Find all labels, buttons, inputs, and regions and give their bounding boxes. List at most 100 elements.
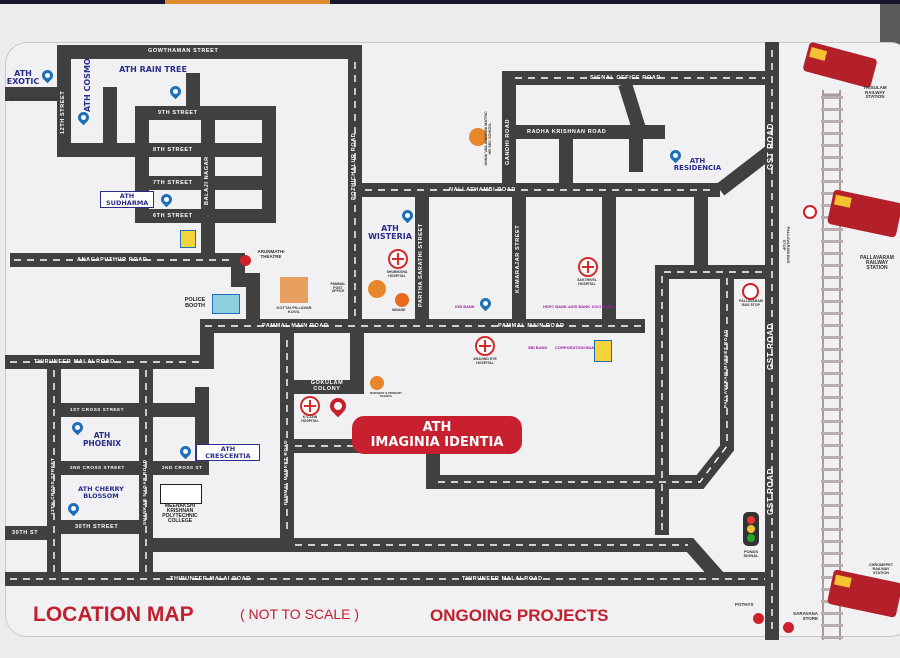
project-ath-wisteria[interactable]: ATH WISTERIA xyxy=(368,224,412,241)
hospital-icon xyxy=(578,257,598,277)
road-nallathambi-diag xyxy=(715,144,777,196)
road-thiruneer-top xyxy=(5,326,214,369)
label-9th-street: 9TH STREET xyxy=(158,110,198,116)
road-radha-diag xyxy=(618,81,647,135)
label-gst-road-3: GST ROAD xyxy=(766,467,775,515)
label-chromepet-station: CHROMEPET RAILWAY STATION xyxy=(868,563,894,575)
label-pothys: POTHYS xyxy=(735,602,754,607)
label-indane: INDANE xyxy=(392,308,406,312)
label-meenakshi-college: MEENAKSHI KRISHNAN POLYTECHNIC COLLEGE xyxy=(162,503,198,524)
train-icon-pallavaram xyxy=(827,189,900,238)
label-13th-cross-street: 13TH CROSS STREET xyxy=(50,457,55,515)
ongoing-projects-legend: ONGOING PROJECTS xyxy=(430,606,609,625)
petrol-bunk-icon xyxy=(594,340,612,362)
label-radha-krishnan-road: RADHA KRISHNAN ROAD xyxy=(527,129,607,135)
bus-stop-icon xyxy=(742,283,759,300)
label-shankar-nagar-road: SHANKAR NAGAR ROAD xyxy=(142,459,147,525)
label-kv-jain-hospital: K.V.JAIN HOSPITAL xyxy=(301,415,319,423)
indane-icon xyxy=(395,293,409,307)
browser-top-bar xyxy=(0,0,900,4)
road-gokulam xyxy=(287,326,364,394)
label-pammal-main-road: PAMMAL MAIN ROAD xyxy=(262,323,329,329)
road-lower-horizontal xyxy=(150,538,726,584)
label-kottai-pillayar-kovil: KOTTAI PILLAYAR KOVIL xyxy=(276,305,312,314)
label-2nd-cross-st: 2ND CROSS ST xyxy=(162,465,203,470)
temple-icon xyxy=(280,277,308,303)
label-signal-office-road: SIGNAL OFFICE ROAD xyxy=(590,75,661,81)
label-pallavaram-station: PALLAVARAM RAILWAY STATION xyxy=(860,255,894,271)
project-ath-exotic[interactable]: ATH EXOTIC xyxy=(6,69,40,86)
label-bank-5: SBI BANK xyxy=(528,345,548,350)
label-anagaputhur-road: ANAGAPUTHUR ROAD xyxy=(77,257,148,263)
college-building-icon xyxy=(160,484,202,504)
school-icon xyxy=(370,376,384,390)
project-ath-cherry-blossom[interactable]: ATH CHERRY BLOSSOM xyxy=(78,485,124,500)
map-title: LOCATION MAP xyxy=(33,603,194,626)
label-saravana-store: SARAVANA STORE xyxy=(793,611,818,621)
label-bank-6: CORPORATION BANK xyxy=(555,345,598,350)
label-pallavaram-market-road: PALLAVARAM MARKET ROAD xyxy=(723,329,728,408)
label-aravind-eye-hospital: ARAVIND EYE HOSPITAL xyxy=(473,357,497,365)
project-ath-crescentia[interactable]: ATH CRESCENTIA xyxy=(196,444,260,461)
label-trisulam-station: TRISULAM RAILWAY STATION xyxy=(863,85,887,99)
label-30th-st: 30TH ST xyxy=(12,530,39,536)
highlight-project-imaginia-identia[interactable]: ATH IMAGINIA IDENTIA xyxy=(352,416,522,454)
label-pammal-market-road: PAMMAL MARKET ROAD xyxy=(283,439,288,505)
label-kamarajar-street: KAMARAJAR STREET xyxy=(515,224,521,293)
school-icon xyxy=(469,128,487,146)
arunmathi-theatre-marker xyxy=(240,255,251,266)
hospital-icon xyxy=(475,336,495,356)
project-ath-cosmo[interactable]: ATH COSMO xyxy=(83,58,92,112)
highlight-line2: IMAGINIA IDENTIA xyxy=(370,435,504,450)
project-ath-sudharma[interactable]: ATH SUDHARMA xyxy=(100,191,154,208)
label-bank-4: ICICI BANK xyxy=(592,304,614,309)
label-arunmathi-theatre: ARUNMATHI THEATRE xyxy=(257,249,285,259)
road-loop xyxy=(655,265,772,535)
label-gowthaman-street: GOWTHAMAN STREET xyxy=(148,48,219,54)
label-6th-street: 6TH STREET xyxy=(153,213,193,219)
label-gokulam-colony: GOKULAM COLONY xyxy=(310,380,344,392)
label-nallathambi-road: NALLATHAMBI ROAD xyxy=(449,187,516,193)
label-gst-road-1: GST ROAD xyxy=(766,122,775,170)
label-nursery-school: NURSERY & PRIMARY SCHOOL xyxy=(369,391,403,398)
label-thiruneer-malai-bottom-2: THIRUNEER MALAI ROAD xyxy=(462,576,543,582)
train-icon-chromepet xyxy=(827,569,900,618)
pothys-marker xyxy=(753,613,764,624)
label-2nd-cross-street: 2ND CROSS STREET xyxy=(70,465,125,470)
saravana-marker xyxy=(783,622,794,633)
railway-ties xyxy=(821,92,843,640)
train-icon-trisulam xyxy=(803,42,877,88)
label-ponds-signal: PONDS SIGNAL xyxy=(743,549,759,558)
active-tab-indicator xyxy=(165,0,330,4)
school-icon xyxy=(368,280,386,298)
label-1st-cross-street: 1ST CROSS STREET xyxy=(70,407,125,412)
label-balaji-nagar: BALAJI NAGAR xyxy=(204,156,210,205)
hospital-icon xyxy=(300,396,320,416)
label-thiruneer-malai-top: THIRUNEER MALAI ROAD xyxy=(34,359,115,365)
label-30th-street: 30TH STREET xyxy=(75,524,119,530)
label-sakthivel-hospital: SAKTHIVEL HOSPITAL xyxy=(577,278,597,286)
petrol-bunk-icon xyxy=(180,230,196,248)
label-annai-vailankanni-school: ANNAI VAILANKANNI MATRIC HR SEC SCHOOL xyxy=(484,111,492,166)
label-pozhichalur-road: POZHICHALUR ROAD xyxy=(351,132,357,200)
road-gowthaman xyxy=(57,45,362,326)
project-ath-rain-tree[interactable]: ATH RAIN TREE xyxy=(119,65,187,74)
project-ath-phoenix[interactable]: ATH PHOENIX xyxy=(82,431,122,448)
label-shubiksha-hospital: SHUBIKSHA HOSPITAL xyxy=(386,270,408,278)
label-pammal-main-road-2: PAMMAL MAIN ROAD xyxy=(498,323,565,329)
hospital-icon xyxy=(388,249,408,269)
label-police-booth: POLICE BOOTH xyxy=(184,297,206,309)
label-7th-street: 7TH STREET xyxy=(153,180,193,186)
label-pallavaram-bus-stop-2: PALLAVARAM BUS STOP xyxy=(739,299,763,307)
label-bank-2: HDFC BANK xyxy=(543,304,567,309)
label-pammal-post-office: PAMMAL POST OFFICE xyxy=(330,282,346,293)
label-rama-krishna-street: RAMA KRISHNA STREET xyxy=(10,96,58,101)
bus-stop-icon xyxy=(803,205,817,219)
label-12th-street: 12TH STREET xyxy=(60,90,66,134)
map-subtitle: ( NOT TO SCALE ) xyxy=(240,606,360,622)
label-pallavaram-bus-stop: PALLAVARAM BUS STOP xyxy=(782,226,791,264)
police-booth-icon xyxy=(212,294,240,314)
project-ath-residencia[interactable]: ATH RESIDENCIA xyxy=(673,157,722,172)
label-bank-3: AXIS BANK xyxy=(568,304,591,309)
